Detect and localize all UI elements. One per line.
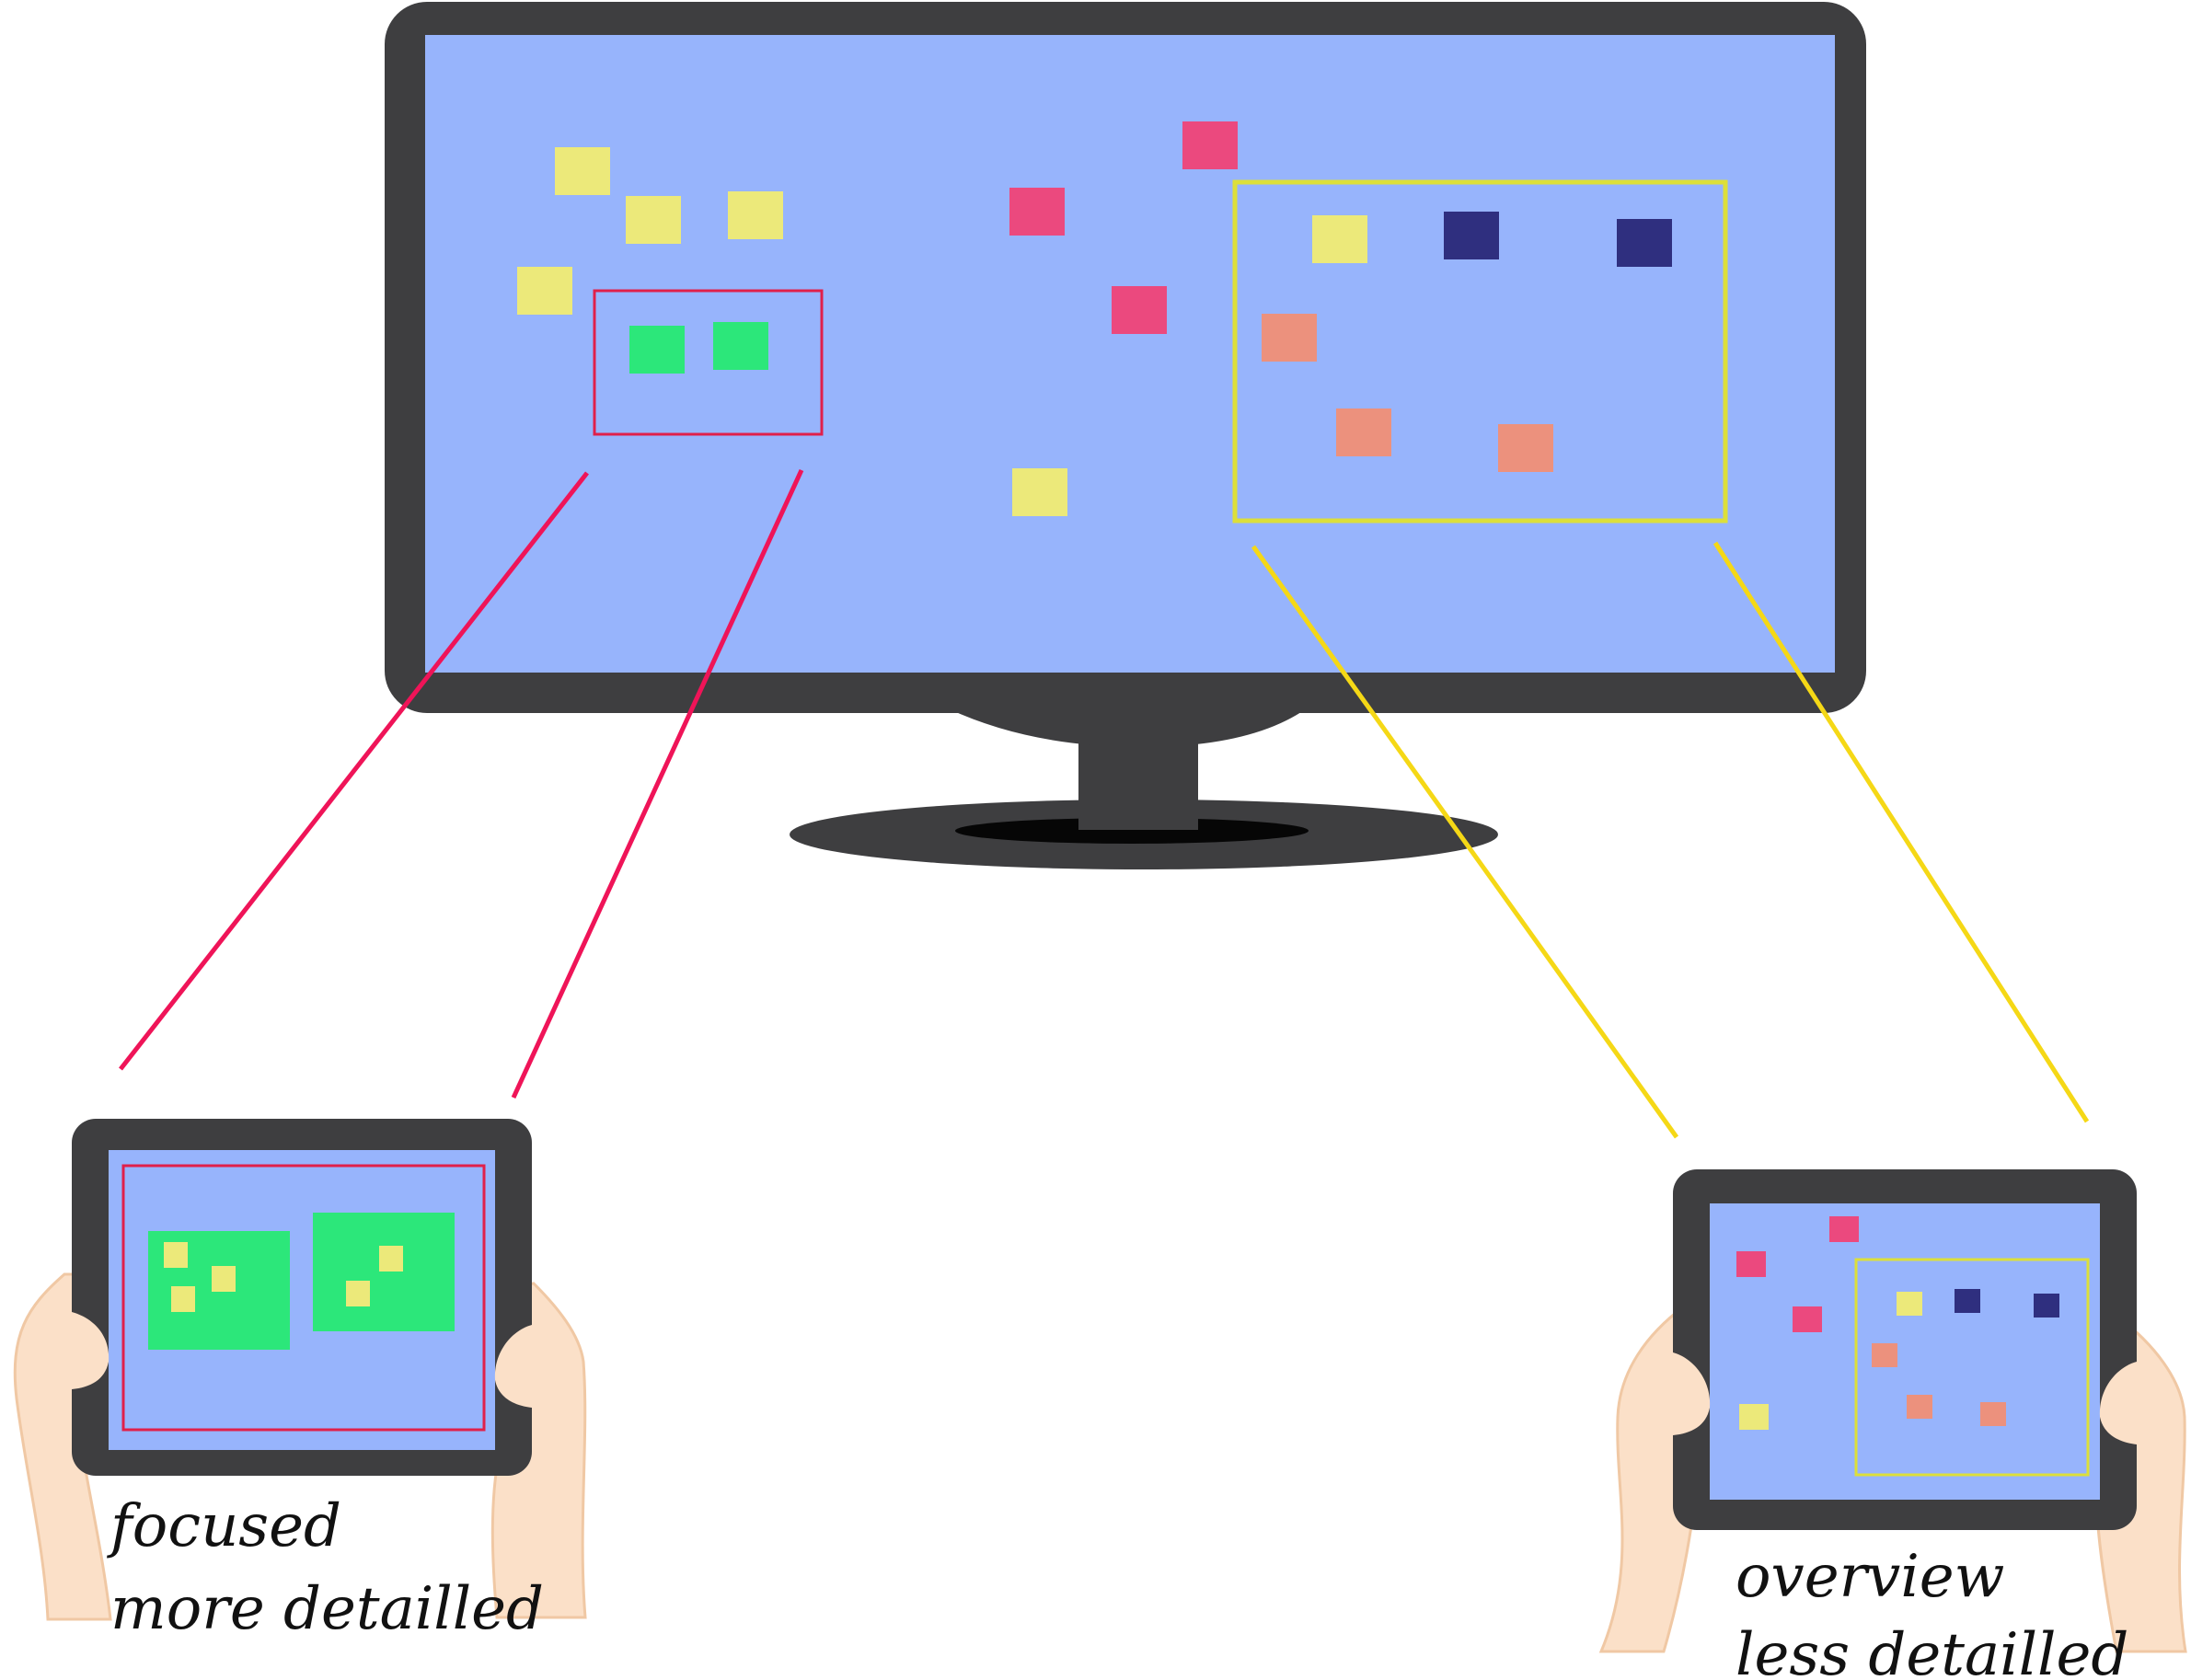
wall-note-yellow [626,196,681,244]
wall-note-yellow [1012,468,1067,516]
overview-note-pink [1736,1251,1766,1277]
overview-caption-line1: overview [1736,1543,2004,1611]
overview-tablet-group [1598,1169,2187,1653]
wall-note-yellow [517,267,572,315]
overview-tablet-frame [1854,1258,2090,1477]
left-thumb-left [72,1312,110,1389]
overview-note-navy [2034,1294,2059,1318]
wall-note-navy [1617,219,1672,267]
monitor-stand-base-inner [955,818,1309,844]
overview-note-salmon [1907,1395,1932,1419]
focused-note-yellow [171,1286,195,1312]
wall-note-yellow [728,191,783,239]
wall-note-pink [1009,188,1065,236]
right-thumb-right [2099,1362,2137,1444]
overview-note-yellow [1897,1292,1922,1316]
wall-note-yellow [1312,215,1367,263]
focused-caption-line2: more detailled [110,1575,544,1643]
focused-caption-line1: focused [107,1492,341,1560]
focus-selection-frame [593,289,824,436]
wall-note-yellow [555,147,610,195]
wall-note-pink [1112,286,1167,334]
focused-note-yellow [379,1246,403,1272]
focus-connector-line [511,468,804,1099]
wall-note-green [629,326,685,374]
focused-note-yellow [164,1242,188,1268]
wall-note-pink [1182,121,1238,169]
overview-note-pink [1829,1216,1859,1242]
monitor-back-hump [948,708,1307,747]
wall-note-salmon [1262,314,1317,362]
overview-note-salmon [1872,1343,1897,1367]
overview-note-salmon [1980,1402,2006,1426]
overview-tablet-screen [1710,1203,2100,1500]
focused-note-yellow [346,1281,370,1306]
overview-connector-line [1712,541,2090,1123]
overview-note-pink [1793,1306,1822,1332]
wall-note-salmon [1336,408,1391,456]
overview-note-yellow [1739,1404,1769,1430]
overview-connector-line [1251,545,1679,1139]
wall-note-navy [1444,212,1499,259]
overview-caption-line2: less detailled [1736,1621,2128,1680]
left-thumb-right [494,1325,532,1408]
focused-tablet-group [13,1119,587,1621]
wall-note-salmon [1498,424,1553,472]
focus-connector-line [119,471,589,1071]
wall-display [385,2,1866,869]
focused-tablet-frame [121,1164,486,1432]
right-thumb-left [1673,1352,1711,1435]
overview-selection-frame [1232,179,1728,524]
connector-lines [119,468,2090,1139]
focused-green-panel [313,1213,455,1331]
overview-note-navy [1955,1289,1980,1313]
wall-notes [517,121,1672,516]
focused-note-yellow [212,1266,236,1292]
wall-note-green [713,322,768,370]
